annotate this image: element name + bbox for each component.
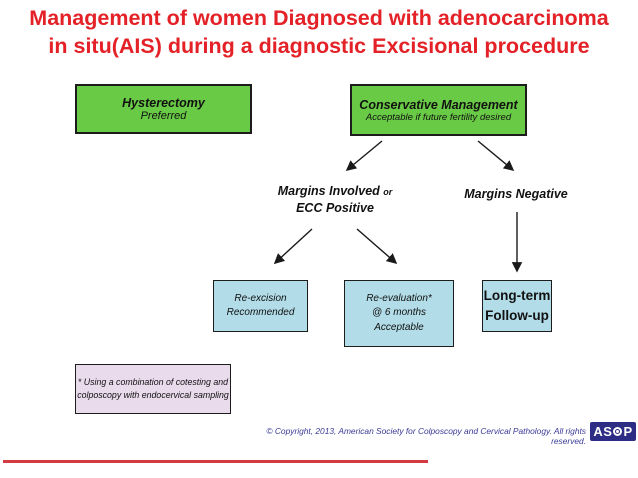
margins-involved-suffix: or [383, 187, 393, 197]
margins-negative-label: Margins Negative [464, 187, 568, 201]
copyright-text: © Copyright, 2013, American Society for … [266, 426, 586, 446]
margins-involved-main: Margins Involved [277, 184, 380, 198]
asccp-logo-c-icon [613, 427, 623, 436]
longterm-followup-box: Long-term Follow-up [482, 280, 552, 332]
hysterectomy-subtitle: Preferred [140, 110, 187, 122]
conservative-management-subtitle: Acceptable if future fertility desired [365, 111, 512, 123]
footnote-line2: colposcopy with endocervical sampling [77, 390, 229, 400]
reexcision-line1: Re-excision [234, 292, 287, 304]
asccp-logo-letters-right: P [623, 424, 633, 439]
reevaluation-line3: Acceptable [374, 321, 424, 333]
asccp-logo-letters-left: AS [593, 424, 613, 439]
hysterectomy-title: Hysterectomy [122, 96, 205, 110]
margins-involved-line2: ECC Positive [296, 200, 374, 215]
reevaluation-line1: Re-evaluation* [366, 292, 432, 304]
conservative-management-title: Conservative Management [359, 97, 518, 112]
arrow-conservative-to-margins-involved [345, 140, 383, 172]
margins-involved-label: Margins Involved or ECC Positive [255, 183, 415, 217]
footnote-box: * Using a combination of cotesting and c… [75, 364, 231, 414]
conservative-management-box: Conservative Management Acceptable if fu… [350, 84, 527, 136]
page-title: Management of women Diagnosed with adeno… [0, 5, 638, 60]
arrow-conservative-to-margins-negative [477, 140, 515, 172]
margins-involved-line1: Margins Involved or [255, 183, 415, 200]
footer-divider-line [3, 460, 428, 463]
reexcision-box: Re-excision Recommended [213, 280, 308, 332]
page-title-line2: in situ(AIS) during a diagnostic Excisio… [48, 33, 590, 58]
arrow-margins-involved-to-reexcision [273, 228, 313, 265]
reexcision-line2: Recommended [226, 307, 295, 318]
reevaluation-box: Re-evaluation* @ 6 months Acceptable [344, 280, 454, 347]
reevaluation-line2: @ 6 months [371, 307, 427, 319]
asccp-logo: AS P [590, 422, 636, 441]
longterm-line1: Long-term [483, 287, 551, 303]
longterm-line2: Follow-up [485, 308, 549, 323]
page-title-line1: Management of women Diagnosed with adeno… [29, 6, 609, 30]
footnote-line1: * Using a combination of cotesting and [77, 376, 229, 387]
arrow-margins-involved-to-reevaluation [356, 228, 398, 265]
hysterectomy-box: Hysterectomy Preferred [75, 84, 252, 134]
